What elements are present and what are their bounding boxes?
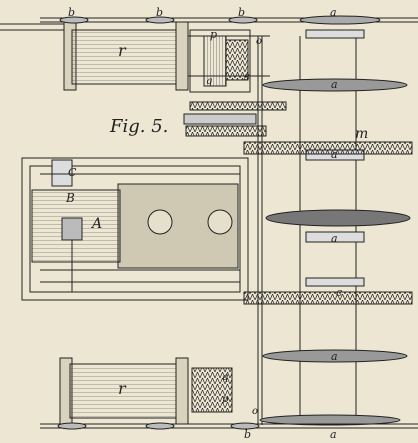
label-B: B (65, 191, 75, 205)
right-wheels (257, 29, 411, 426)
engine-frame (21, 157, 249, 301)
label-p-bottom: p (222, 394, 229, 405)
label-b-bottom: b (244, 428, 251, 441)
label-b-top-2: b (156, 6, 163, 19)
label-a-2: a (331, 148, 338, 161)
label-b-top-3: b (238, 6, 245, 19)
intermediate-gears (183, 101, 287, 137)
main-spur-gear (243, 141, 413, 305)
label-C: C (68, 166, 77, 179)
label-A: A (90, 216, 102, 232)
label-q-bottom: q (222, 372, 228, 383)
label-a-4: a (331, 350, 338, 363)
lower-drum (40, 357, 418, 430)
label-a-bottom: a (330, 428, 337, 441)
label-p-top: p (210, 28, 217, 41)
label-o-bottom: o (252, 406, 258, 417)
label-q-top: q (206, 76, 212, 87)
label-b-top-1: b (68, 6, 75, 19)
label-r-top: r (118, 41, 127, 60)
label-m: m (355, 126, 368, 142)
label-c: c (336, 286, 342, 299)
label-a-3: a (331, 232, 338, 245)
label-s: s (244, 70, 250, 83)
upper-bevel-gear (189, 29, 251, 93)
top-axle (40, 15, 418, 25)
figure-caption: Fig. 5. (109, 116, 168, 137)
label-a-1: a (331, 78, 338, 91)
label-a-top: a (330, 6, 337, 19)
label-r-bottom: r (118, 379, 127, 398)
label-o-top: o (256, 36, 262, 47)
upper-drum (0, 21, 270, 91)
